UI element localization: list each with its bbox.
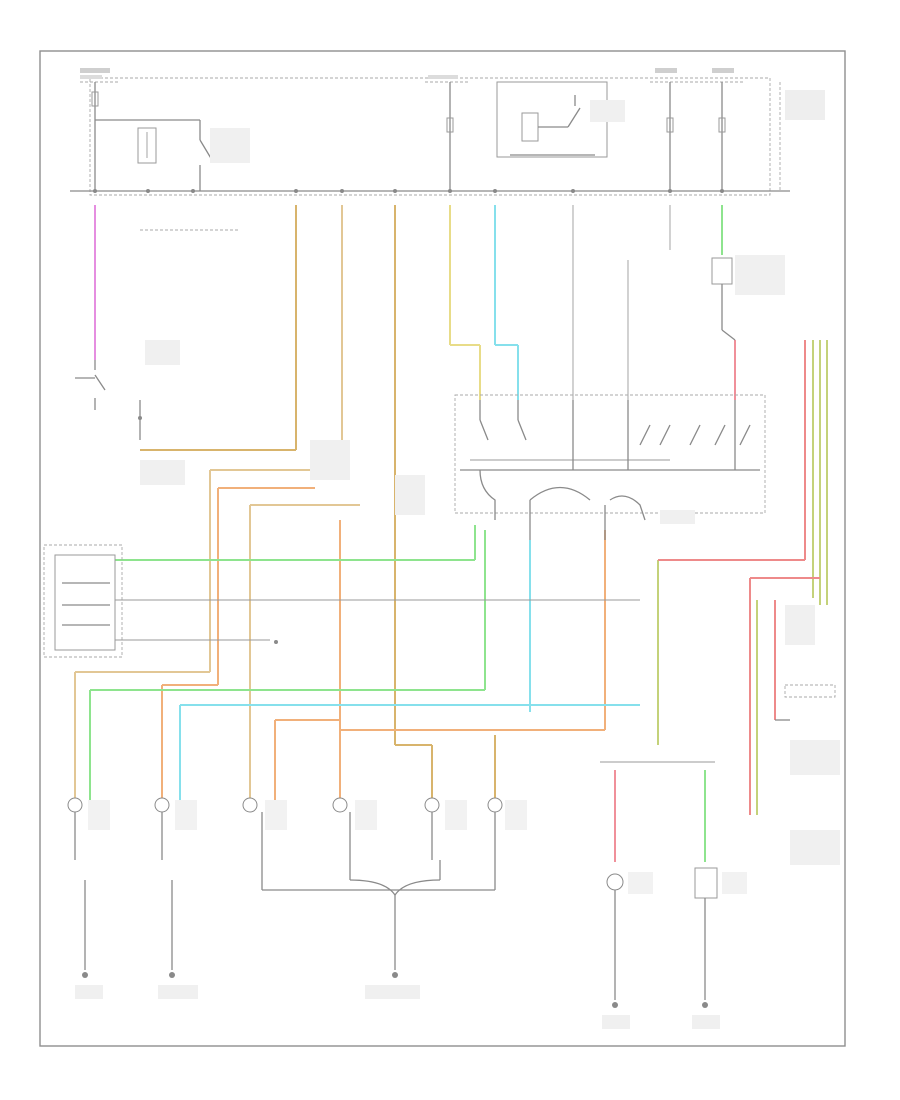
lamp-left-side xyxy=(242,797,258,813)
lamp-right-side xyxy=(332,797,348,813)
diagram-frame xyxy=(39,50,846,1047)
hazard-switch xyxy=(43,544,640,658)
right-lamp-group xyxy=(600,761,718,1000)
lamp-left-front xyxy=(67,797,83,813)
circuit-door-switch xyxy=(75,205,142,440)
grounds xyxy=(82,880,708,1008)
label-marks xyxy=(75,68,840,1029)
lamp-right-rear xyxy=(487,797,503,813)
module-feed-wires xyxy=(449,205,736,400)
tan-circuits xyxy=(74,205,606,800)
lamp-left-rear xyxy=(424,797,440,813)
trailer-connector xyxy=(775,684,836,721)
bus-terminals xyxy=(93,189,724,193)
module-output-wires xyxy=(89,340,828,815)
multifunction-switch xyxy=(454,394,766,540)
fuse-box xyxy=(89,77,771,196)
power-distribution-area xyxy=(70,77,790,231)
lamp-right-front xyxy=(154,797,170,813)
exterior-lamps xyxy=(67,797,503,897)
